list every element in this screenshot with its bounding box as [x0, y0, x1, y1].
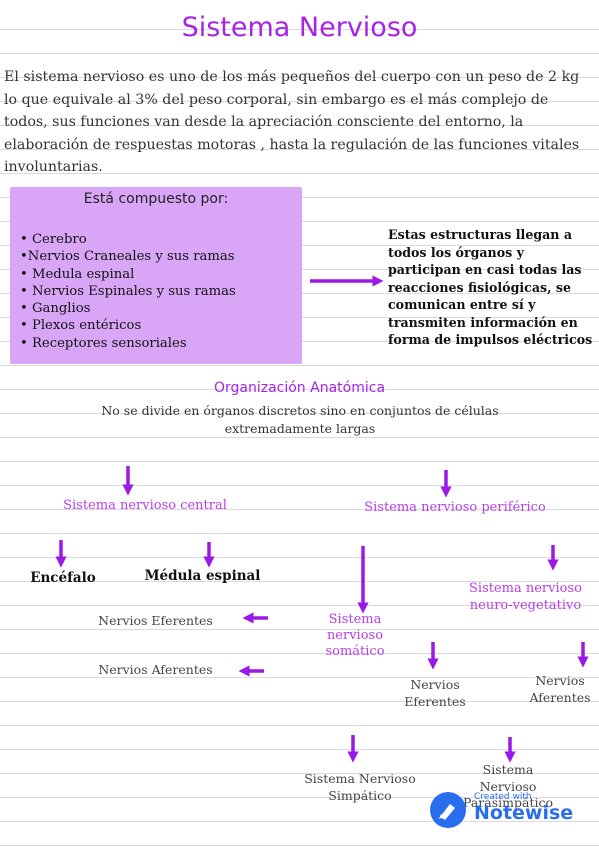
notewise-watermark: Created with Notewise [430, 790, 590, 830]
page-title: Sistema Nervioso [181, 12, 418, 43]
notewise-logo-icon [430, 792, 466, 828]
organization-title: Organización Anatómica [213, 380, 386, 396]
composition-list: • Cerebro •Nervios Craneales y sus ramas… [20, 231, 236, 352]
list-item: • Plexos entéricos [20, 318, 142, 334]
afferent-nerves-right-label: Nervios Aferentes [529, 673, 591, 705]
afferent-nerves-left-label: Nervios Aferentes [98, 662, 213, 677]
list-item: • Cerebro [20, 232, 87, 247]
list-item: • Medula espinal [20, 266, 135, 282]
list-item: • Nervios Espinales y sus ramas [20, 283, 236, 299]
neurovegetative-system-label: Sistema nervioso neuro-vegetativo [469, 581, 582, 613]
watermark-brand-text: Notewise [474, 802, 574, 824]
list-item: •Nervios Craneales y sus ramas [20, 249, 235, 265]
encephalon-label: Encéfalo [30, 570, 96, 586]
central-nervous-system-label: Sistema nervioso central [63, 498, 227, 513]
parasympathetic-system-label: Sistema Nervioso Parasimpático [463, 762, 553, 810]
peripheral-nervous-system-label: Sistema nervioso periférico [364, 500, 546, 515]
structures-text: Estas estructuras llegan a todos los órg… [388, 227, 593, 347]
efferent-nerves-right-label: Nervios Eferentes [404, 677, 466, 709]
organization-description: No se divide en órganos discretos sino e… [101, 403, 499, 436]
efferent-nerves-left-label: Nervios Eferentes [98, 613, 213, 628]
spinal-cord-label: Médula espinal [144, 568, 261, 584]
somatic-system-label: Sistema nervioso somático [325, 612, 385, 659]
composition-title: Está compuesto por: [83, 191, 229, 207]
list-item: • Ganglios [20, 301, 91, 317]
intro-paragraph: El sistema nervioso es uno de los más pe… [4, 69, 580, 175]
watermark-small-text: Created with [474, 792, 532, 802]
sympathetic-system-label: Sistema Nervioso Simpático [304, 771, 416, 803]
composition-box: Está compuesto por: • Cerebro •Nervios C… [10, 187, 302, 364]
list-item: • Receptores sensoriales [20, 335, 187, 351]
